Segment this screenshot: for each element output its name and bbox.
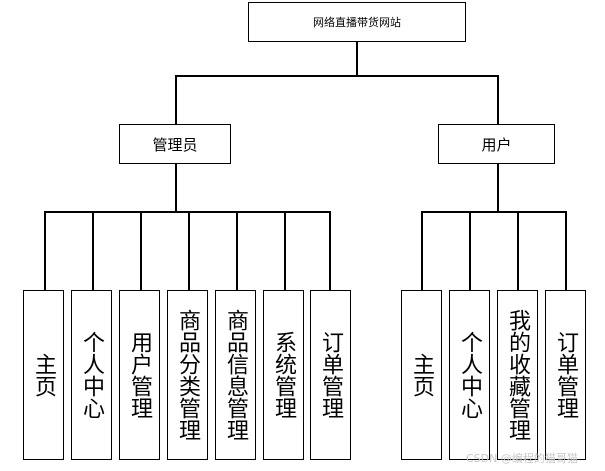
leaf-node-label: 我的收藏管理: [505, 309, 530, 441]
connector: [92, 211, 94, 291]
connector: [421, 211, 423, 291]
connector: [188, 211, 190, 291]
leaf-node: 用户管理: [119, 290, 160, 460]
leaf-node: 个人中心: [71, 290, 112, 460]
connector: [284, 211, 286, 291]
leaf-node-label: 系统管理: [271, 331, 296, 419]
connector: [140, 211, 142, 291]
connector: [517, 211, 519, 291]
connector: [236, 211, 238, 291]
leaf-node: 订单管理: [310, 290, 351, 460]
connector: [421, 211, 567, 213]
connector: [175, 75, 499, 77]
leaf-node: 商品分类管理: [167, 290, 208, 460]
connector: [329, 211, 331, 291]
connector: [497, 75, 499, 125]
root-node: 网络直播带货网站: [248, 2, 466, 42]
leaf-node-label: 商品信息管理: [223, 309, 248, 441]
leaf-node-label: 商品分类管理: [175, 309, 200, 441]
role-node-admin: 管理员: [119, 124, 231, 164]
connector: [565, 211, 567, 291]
leaf-node: 系统管理: [263, 290, 304, 460]
watermark: CSDN @编程的猫哥猫: [466, 452, 578, 465]
connector: [356, 42, 358, 76]
leaf-node-label: 用户管理: [127, 331, 152, 419]
leaf-node-label: 主页: [409, 353, 434, 397]
connector: [44, 211, 330, 213]
connector: [175, 75, 177, 125]
leaf-node: 主页: [401, 290, 442, 460]
leaf-node: 主页: [23, 290, 64, 460]
leaf-node: 我的收藏管理: [497, 290, 538, 460]
leaf-node-label: 订单管理: [318, 331, 343, 419]
leaf-node-label: 个人中心: [457, 331, 482, 419]
connector: [497, 164, 499, 212]
leaf-node: 订单管理: [545, 290, 586, 460]
role-node-label: 用户: [481, 135, 512, 154]
role-node-user: 用户: [438, 124, 555, 164]
connector: [469, 211, 471, 291]
leaf-node-label: 订单管理: [553, 331, 578, 419]
connector: [175, 164, 177, 212]
leaf-node-label: 主页: [31, 353, 56, 397]
leaf-node: 个人中心: [449, 290, 490, 460]
connector: [44, 211, 46, 291]
leaf-node-label: 个人中心: [79, 331, 104, 419]
leaf-node: 商品信息管理: [215, 290, 256, 460]
role-node-label: 管理员: [152, 135, 198, 154]
root-node-label: 网络直播带货网站: [313, 16, 401, 29]
